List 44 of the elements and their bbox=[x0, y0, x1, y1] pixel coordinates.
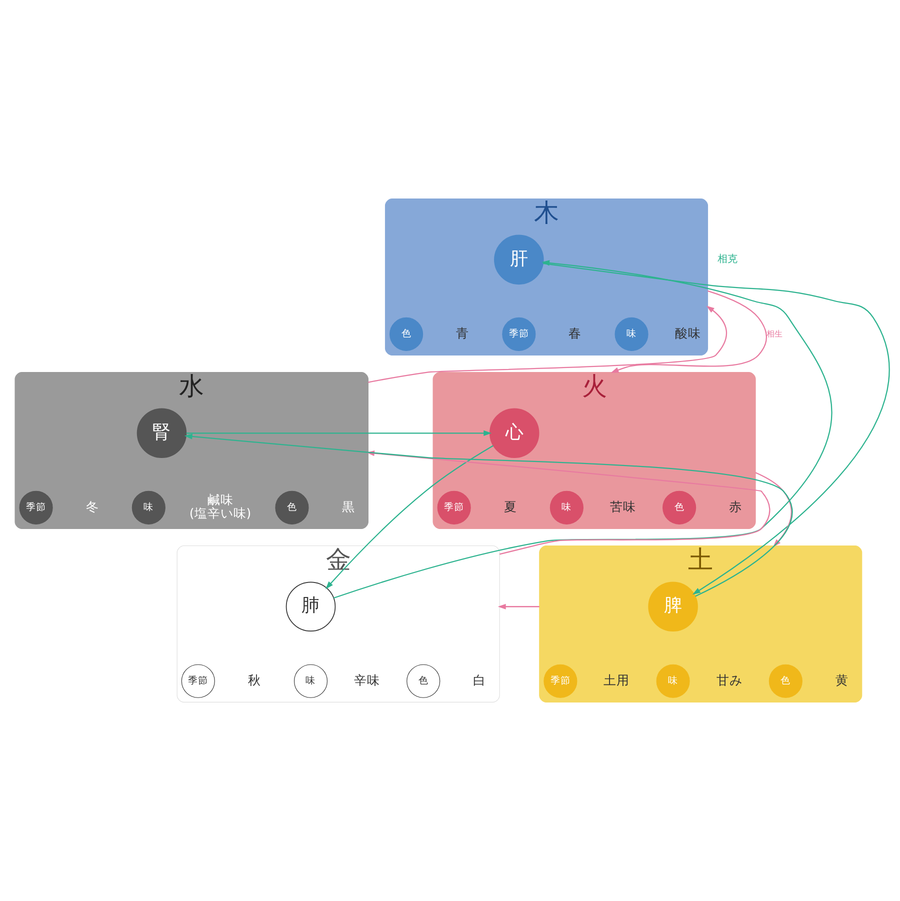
node-circle: 季節 bbox=[181, 664, 215, 698]
node-circle: 季節 bbox=[502, 317, 536, 351]
node-circle: 色 bbox=[662, 490, 696, 524]
node-label: 甘み bbox=[716, 672, 742, 688]
node-circle: 心 bbox=[489, 408, 540, 458]
node-circle: 脾 bbox=[648, 582, 698, 632]
node-label: 夏 bbox=[504, 498, 517, 514]
node-label: 秋 bbox=[248, 672, 261, 688]
arrow bbox=[325, 445, 494, 590]
node-label: (塩辛い味) bbox=[189, 506, 252, 521]
node-circle: 色 bbox=[768, 664, 802, 698]
node-label: 辛味 bbox=[354, 672, 380, 688]
node-circle: 味 bbox=[294, 664, 328, 698]
node-circle: 肝 bbox=[494, 234, 544, 285]
node-label: 土用 bbox=[604, 672, 630, 688]
node-circle: 色 bbox=[406, 664, 440, 698]
node-circle: 色 bbox=[275, 490, 309, 524]
node-label: 春 bbox=[568, 325, 582, 340]
node-circle: 味 bbox=[656, 664, 690, 698]
arrow bbox=[333, 260, 832, 599]
arrow bbox=[186, 430, 492, 436]
arrow bbox=[543, 262, 890, 595]
arrow bbox=[184, 434, 793, 597]
node-circle: 味 bbox=[550, 490, 584, 524]
node-circle: 季節 bbox=[19, 490, 53, 524]
node-circle: 味 bbox=[614, 317, 648, 351]
node-label: 赤 bbox=[729, 498, 742, 514]
node-circle: 季節 bbox=[437, 490, 471, 524]
node-circle: 腎 bbox=[136, 408, 187, 458]
label: 相克 bbox=[718, 254, 738, 266]
node-label: 黄 bbox=[835, 672, 848, 688]
arrow bbox=[498, 604, 540, 610]
arrow bbox=[610, 290, 767, 373]
node-label: 苦味 bbox=[610, 498, 636, 514]
arrow bbox=[368, 306, 727, 383]
node-circle: 季節 bbox=[544, 664, 578, 698]
node-label: 黒 bbox=[342, 498, 355, 514]
node-label: 白 bbox=[473, 672, 486, 688]
node-label: 冬 bbox=[86, 498, 99, 514]
node-circle: 味 bbox=[132, 490, 166, 524]
node-label: 青 bbox=[456, 325, 470, 340]
node-label: 酸味 bbox=[674, 325, 701, 340]
node-label: 鹹味 bbox=[207, 492, 234, 508]
node-circle: 色 bbox=[390, 317, 424, 351]
